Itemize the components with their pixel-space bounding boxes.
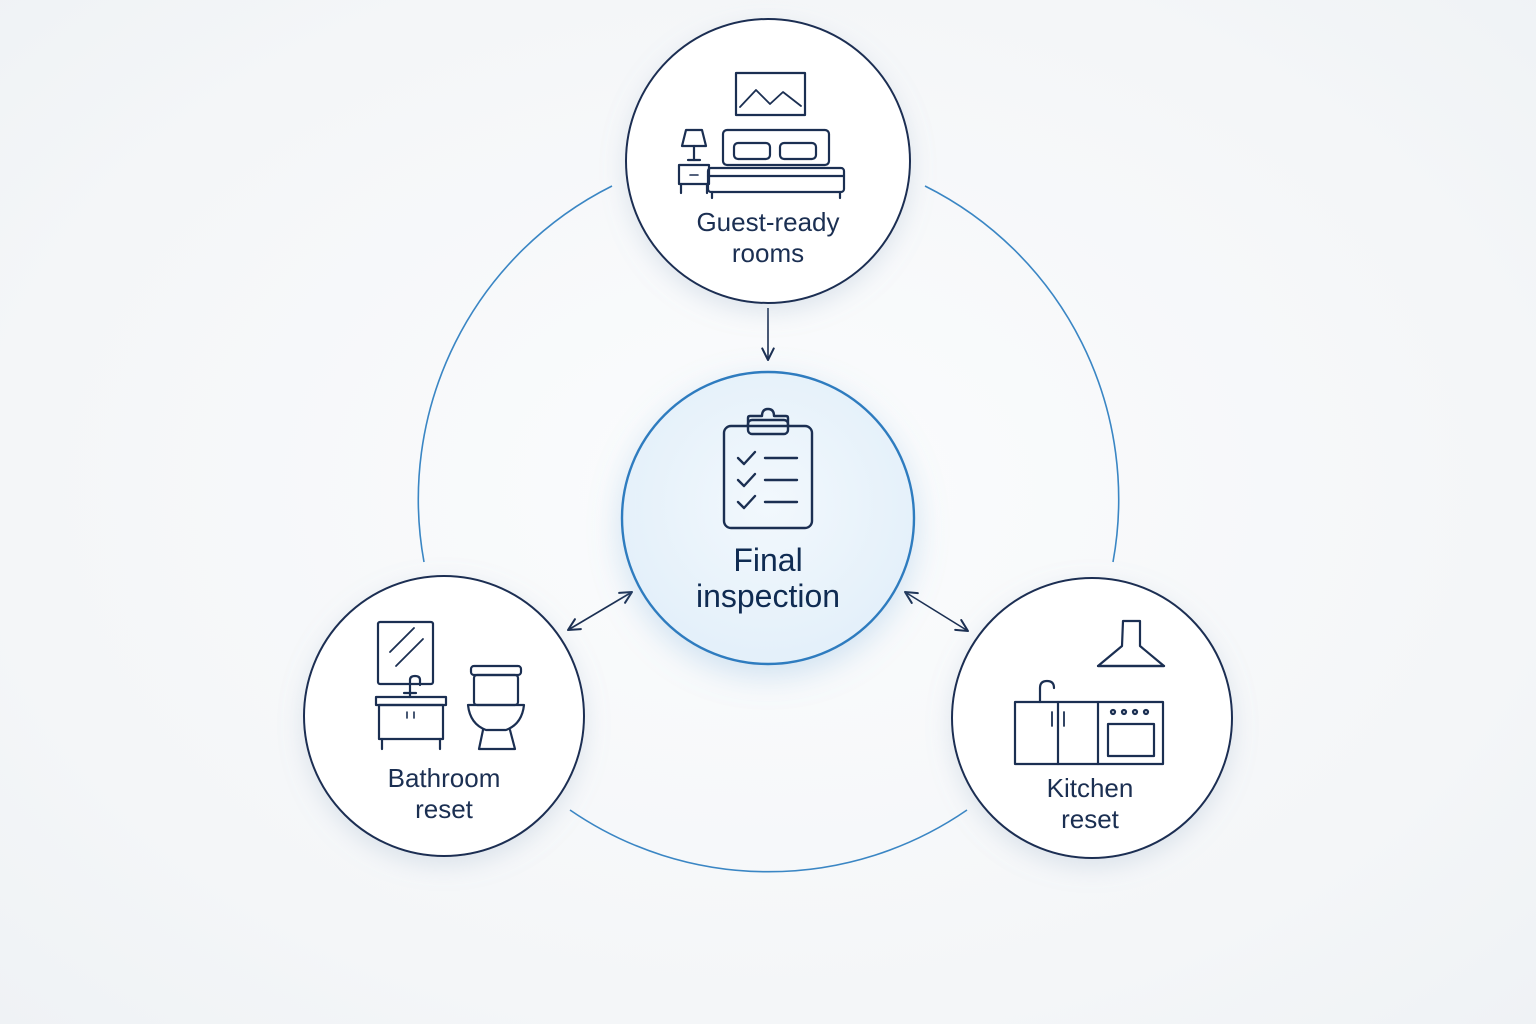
center-label-line1: Final xyxy=(733,542,803,578)
center-label-line2: inspection xyxy=(695,578,841,615)
cycle-arc-left xyxy=(417,185,613,563)
node-label-kitchen-line2: reset xyxy=(1061,804,1119,835)
bathroom-vanity-toilet-icon xyxy=(374,620,526,751)
node-label-bathroom: Bathroom reset xyxy=(322,763,566,825)
connectors xyxy=(566,308,970,633)
node-label-bathroom-line1: Bathroom xyxy=(387,763,501,793)
arrow-bathroom-center xyxy=(566,590,634,632)
cycle-arc-bottom xyxy=(569,809,968,873)
cycle-arc-right xyxy=(924,185,1120,563)
cycle-ring xyxy=(417,185,1120,873)
node-circle-kitchen xyxy=(951,577,1233,859)
node-label-bathroom-line2: reset xyxy=(415,794,473,825)
center-circle xyxy=(620,370,916,666)
node-label-kitchen: Kitchen reset xyxy=(968,773,1212,835)
node-label-rooms-line2: rooms xyxy=(731,238,805,269)
node-label-rooms: Guest-ready rooms xyxy=(646,207,890,269)
arrow-center-kitchen xyxy=(903,590,970,633)
kitchen-counter-stove-icon xyxy=(1013,619,1166,766)
node-circle-rooms xyxy=(625,18,911,304)
clipboard-checklist-icon xyxy=(722,407,814,530)
node-label-kitchen-line1: Kitchen xyxy=(1046,773,1134,803)
center-label: Final inspection xyxy=(618,542,918,615)
node-label-rooms-line1: Guest-ready xyxy=(696,207,840,237)
bed-icon xyxy=(677,71,846,200)
